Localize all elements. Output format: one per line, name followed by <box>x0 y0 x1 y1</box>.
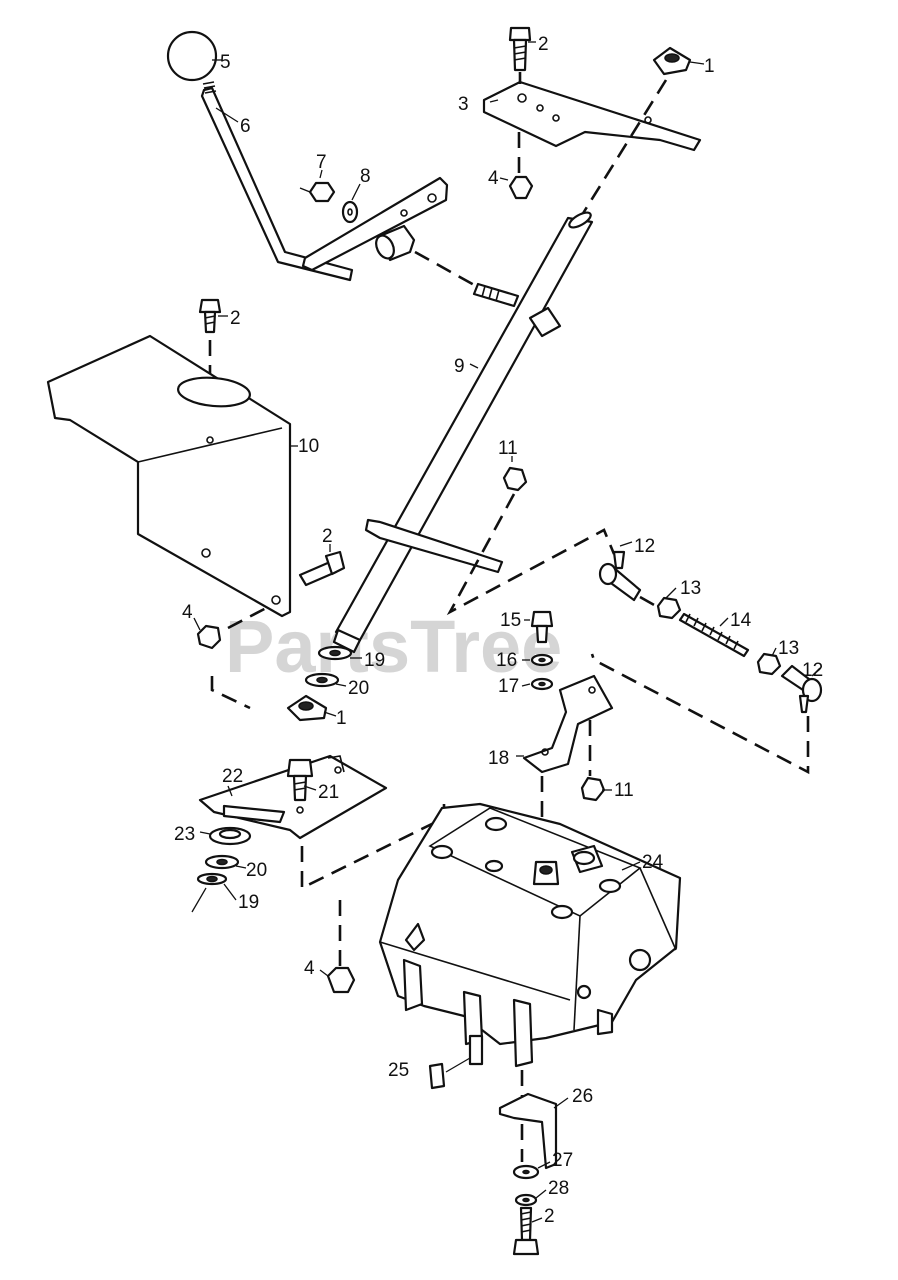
callout-2-plate: 2 <box>322 526 333 547</box>
nut-11-upper <box>502 466 528 492</box>
bracket-18 <box>522 674 614 774</box>
callout-4-top: 4 <box>488 168 499 189</box>
washer-19-lower <box>196 872 228 886</box>
key-25 <box>428 1062 446 1090</box>
callout-6: 6 <box>240 116 251 137</box>
callout-labels: 5 6 7 8 2 3 1 4 2 10 9 11 12 2 4 13 14 1… <box>174 34 823 1227</box>
callout-21: 21 <box>318 782 339 803</box>
callout-10: 10 <box>298 436 319 457</box>
callout-4-left: 4 <box>182 602 193 623</box>
transmission-24 <box>378 802 682 1068</box>
adjusting-rod-14 <box>678 612 750 658</box>
callout-2-left: 2 <box>230 308 241 329</box>
callout-13-upper: 13 <box>680 578 701 599</box>
watermark: PartsTree <box>225 605 562 688</box>
spacer-23 <box>208 826 252 846</box>
callout-2-top: 2 <box>538 34 549 55</box>
callout-11-upper: 11 <box>498 438 518 459</box>
callout-15: 15 <box>500 610 521 631</box>
bushing-1-top <box>652 46 692 76</box>
nut-4-left <box>196 624 222 650</box>
callout-17: 17 <box>498 676 519 697</box>
callout-4-lower: 4 <box>304 958 315 979</box>
washer-27 <box>512 1164 540 1180</box>
nut-4-lower <box>326 966 356 994</box>
callout-24: 24 <box>642 852 664 873</box>
jam-nut-13-upper <box>656 596 682 620</box>
callout-1-lower: 1 <box>336 708 347 729</box>
callout-11-lower: 11 <box>614 780 634 801</box>
callout-19-upper: 19 <box>364 650 385 671</box>
washer-19-upper <box>317 645 353 661</box>
callout-26: 26 <box>572 1086 593 1107</box>
washer-17 <box>530 677 554 691</box>
callout-20-upper: 20 <box>348 678 369 699</box>
callout-9: 9 <box>454 356 465 377</box>
lever-bracket <box>301 176 449 272</box>
bushing-1-lower <box>286 694 328 722</box>
washer-8 <box>341 200 359 224</box>
nut-4-top <box>508 175 534 200</box>
callout-18: 18 <box>488 748 509 769</box>
bolt-2-plate <box>298 550 346 587</box>
callout-1-top: 1 <box>704 56 715 77</box>
callout-16: 16 <box>496 650 517 671</box>
pivot-stud <box>472 282 520 308</box>
callout-7: 7 <box>316 152 327 173</box>
washer-20-upper <box>304 672 340 688</box>
lock-washer-28 <box>514 1193 538 1207</box>
bolt-2-bottom <box>512 1206 540 1256</box>
shift-knob <box>166 30 218 82</box>
nut-7 <box>299 181 336 203</box>
bolt-21 <box>286 758 314 802</box>
callout-12-lower: 12 <box>802 660 823 681</box>
callout-13-lower: 13 <box>778 638 799 659</box>
lower-bracket <box>198 754 388 840</box>
washer-20-lower <box>204 854 240 870</box>
bolt-2-top <box>508 26 532 72</box>
bolt-2-left <box>198 298 222 334</box>
upper-bracket <box>482 80 702 152</box>
callout-27: 27 <box>552 1150 573 1171</box>
bolt-15 <box>530 610 554 644</box>
ball-joint-12-lower <box>780 664 823 714</box>
callout-14: 14 <box>730 610 752 631</box>
callout-3: 3 <box>458 94 469 115</box>
callout-28: 28 <box>548 1178 569 1199</box>
callout-25: 25 <box>388 1060 409 1081</box>
shift-shaft <box>332 211 594 654</box>
ball-joint-12-upper <box>598 550 642 602</box>
callout-20-lower: 20 <box>246 860 267 881</box>
nut-11-lower <box>580 776 606 802</box>
callout-2-bottom: 2 <box>544 1206 555 1227</box>
callout-5: 5 <box>220 52 231 73</box>
shift-lever <box>200 81 354 282</box>
callout-22: 22 <box>222 766 243 787</box>
leader-lines <box>193 41 821 1223</box>
callout-19-lower: 19 <box>238 892 259 913</box>
lock-washer-16 <box>530 653 554 667</box>
jam-nut-13-lower <box>756 652 782 676</box>
callout-23: 23 <box>174 824 195 845</box>
output-shaft <box>468 1034 484 1066</box>
callout-12-upper: 12 <box>634 536 655 557</box>
callout-8: 8 <box>360 166 371 187</box>
bracket-26 <box>498 1092 558 1170</box>
shield-plate <box>46 334 292 618</box>
